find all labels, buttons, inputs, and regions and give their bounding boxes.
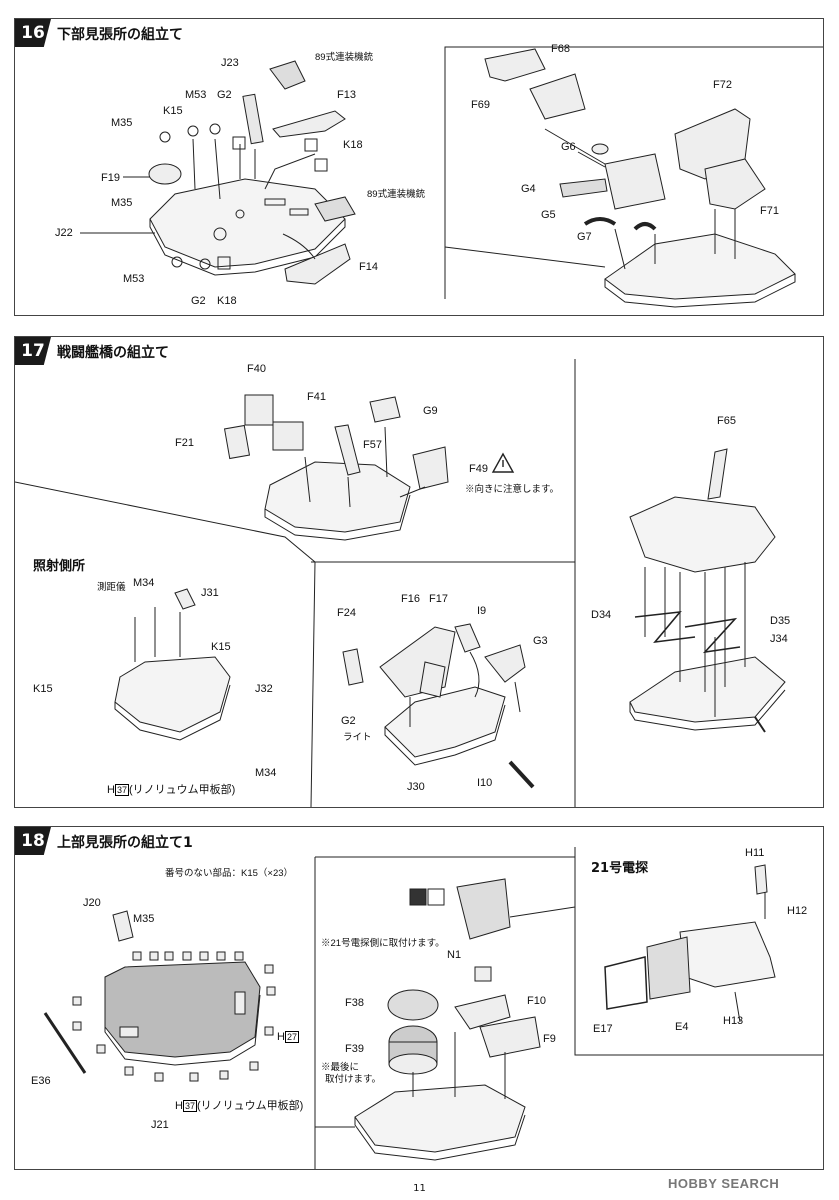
label-D35: D35: [770, 615, 791, 627]
label-M35: M35: [133, 913, 155, 925]
label-F38: F38: [345, 997, 364, 1009]
note-last-2: 取付けます。: [325, 1074, 382, 1085]
label-J21: J21: [151, 1119, 169, 1131]
label-G4: G4: [521, 183, 536, 195]
label-H37-prefix: H: [175, 1100, 183, 1112]
label-H37-prefix: H: [107, 784, 115, 796]
label-H27-prefix: H: [277, 1031, 285, 1043]
label-M35-a: M35: [111, 117, 133, 129]
label-K15: K15: [163, 105, 183, 117]
note-unnumbered-parts: 番号のない部品：K15（×23）: [165, 868, 294, 879]
step-number: 16: [15, 19, 51, 47]
label-F9: F9: [543, 1033, 556, 1045]
label-M34-a: M34: [133, 577, 155, 589]
label-J20: J20: [83, 897, 101, 909]
label-M53-b: M53: [123, 273, 145, 285]
step-16-panel: 16 下部見張所の組立て: [14, 18, 824, 316]
step-title: 下部見張所の組立て: [57, 27, 183, 43]
label-J30: J30: [407, 781, 425, 793]
label-F10: F10: [527, 995, 546, 1007]
label-G2: G2: [341, 715, 356, 727]
label-F69: F69: [471, 99, 490, 111]
label-E4: E4: [675, 1021, 689, 1033]
label-F21: F21: [175, 437, 194, 449]
step-number: 18: [15, 827, 51, 855]
note-last-1: ※最後に: [321, 1062, 360, 1073]
label-D34: D34: [591, 609, 612, 621]
label-J31: J31: [201, 587, 219, 599]
step-18-panel: 18 上部見張所の組立て1: [14, 826, 824, 1170]
subheading-radar21: 21号電探: [591, 861, 649, 876]
label-I9: I9: [477, 605, 487, 617]
step-title: 上部見張所の組立て1: [57, 835, 193, 851]
label-F57: F57: [363, 439, 382, 451]
label-H37-suffix: (リノリュウム甲板部): [128, 784, 236, 796]
label-J23: J23: [221, 57, 239, 69]
label-H37-number: 37: [114, 784, 129, 796]
step-title: 戦闘艦橋の組立て: [57, 345, 169, 361]
label-M53-a: M53: [185, 89, 207, 101]
label-F72: F72: [713, 79, 732, 91]
label-M35-b: M35: [111, 197, 133, 209]
label-rangefinder: 測距儀: [97, 582, 126, 593]
subheading-searchlight: 照射側所: [33, 559, 86, 574]
label-K18-a: K18: [343, 139, 363, 151]
label-E36: E36: [31, 1075, 51, 1087]
label-H13: H13: [723, 1015, 744, 1027]
label-G6: G6: [561, 141, 576, 153]
label-G3: G3: [533, 635, 548, 647]
step-18-drawing: [43, 847, 823, 1169]
label-M34-b: M34: [255, 767, 277, 779]
label-F19: F19: [101, 172, 120, 184]
label-F13: F13: [337, 89, 356, 101]
label-N1: N1: [447, 949, 462, 961]
label-G7: G7: [577, 231, 592, 243]
label-G9: G9: [423, 405, 438, 417]
label-J32: J32: [255, 683, 273, 695]
step-17-drawing: [15, 359, 786, 807]
label-light: ライト: [343, 732, 372, 743]
label-H12: H12: [787, 905, 808, 917]
label-K15-b: K15: [33, 683, 53, 695]
label-F41: F41: [307, 391, 326, 403]
label-F14: F14: [359, 261, 378, 273]
label-H37-suffix: (リノリュウム甲板部): [196, 1100, 304, 1112]
label-H11: H11: [745, 847, 765, 859]
label-F68: F68: [551, 43, 570, 55]
label-F71: F71: [760, 205, 779, 217]
label-F39: F39: [345, 1043, 364, 1055]
label-K18-b: K18: [217, 295, 237, 307]
label-I10: I10: [477, 777, 493, 789]
label-F16: F16: [401, 593, 420, 605]
label-F40: F40: [247, 363, 266, 375]
step-17-panel: 17 戦闘艦橋の組立て: [14, 336, 824, 808]
page-number: 11: [413, 1183, 426, 1194]
label-G2-b: G2: [191, 295, 206, 307]
label-F17: F17: [429, 593, 448, 605]
step-16-drawing: [80, 46, 823, 308]
label-gun89-a: 89式連装機銃: [315, 52, 374, 63]
label-E17: E17: [593, 1023, 613, 1035]
watermark: HOBBY SEARCH: [668, 1176, 780, 1191]
label-F49: F49: [469, 463, 488, 475]
label-J34: J34: [770, 633, 788, 645]
label-F65: F65: [717, 415, 736, 427]
label-F24: F24: [337, 607, 356, 619]
label-gun89-b: 89式連装機銃: [367, 189, 426, 200]
label-H37-number: 37: [182, 1100, 197, 1112]
label-K15-a: K15: [211, 641, 231, 653]
label-J22: J22: [55, 227, 73, 239]
label-G2-a: G2: [217, 89, 232, 101]
caution-note: ※向きに注意します。: [465, 484, 560, 495]
label-G5: G5: [541, 209, 556, 221]
note-radar-side: ※21号電探側に取付けます。: [321, 938, 445, 949]
label-H27-number: 27: [284, 1031, 299, 1043]
